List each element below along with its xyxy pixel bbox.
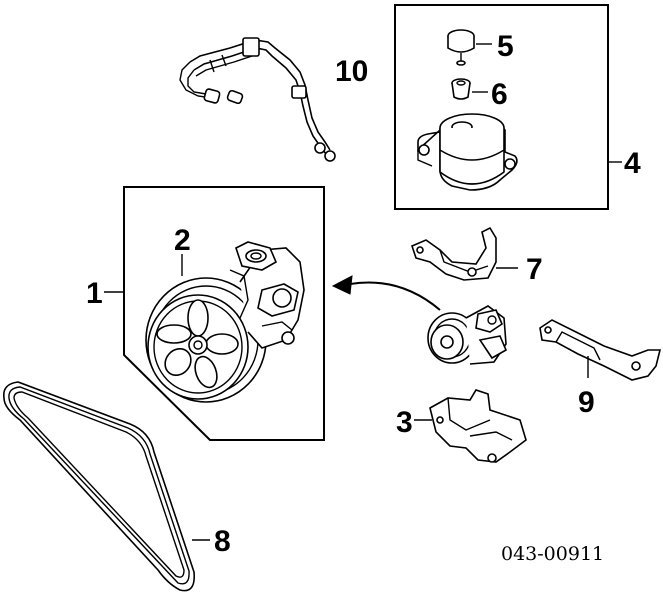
callout-6: 6	[491, 78, 508, 111]
reservoir-assembly-box	[394, 4, 609, 210]
callout-2: 2	[174, 224, 191, 257]
callout-9: 9	[578, 386, 595, 419]
mount-bracket-upper	[411, 226, 497, 281]
callout-8: 8	[214, 525, 231, 558]
pressure-hose-assembly	[179, 37, 336, 162]
pulley-spokes	[156, 299, 239, 389]
assembly-arrow	[331, 275, 441, 311]
callout-4: 4	[624, 147, 641, 180]
callout-1: 1	[86, 277, 103, 310]
pump-housing	[229, 241, 305, 349]
reservoir-grommet	[451, 78, 471, 100]
mounted-pump-assembly	[427, 305, 508, 365]
callout-3: 3	[396, 406, 413, 439]
mount-bracket-side	[539, 319, 662, 381]
callout-7: 7	[526, 253, 543, 286]
drive-belt	[2, 381, 196, 592]
reservoir-cap	[447, 29, 475, 66]
pump-detail-box	[123, 186, 325, 441]
callout-5: 5	[497, 30, 514, 63]
callout-10: 10	[335, 55, 368, 88]
reservoir-body	[417, 113, 518, 191]
diagram-reference-code: 043-00911	[501, 543, 604, 565]
mount-bracket-lower	[429, 389, 527, 463]
